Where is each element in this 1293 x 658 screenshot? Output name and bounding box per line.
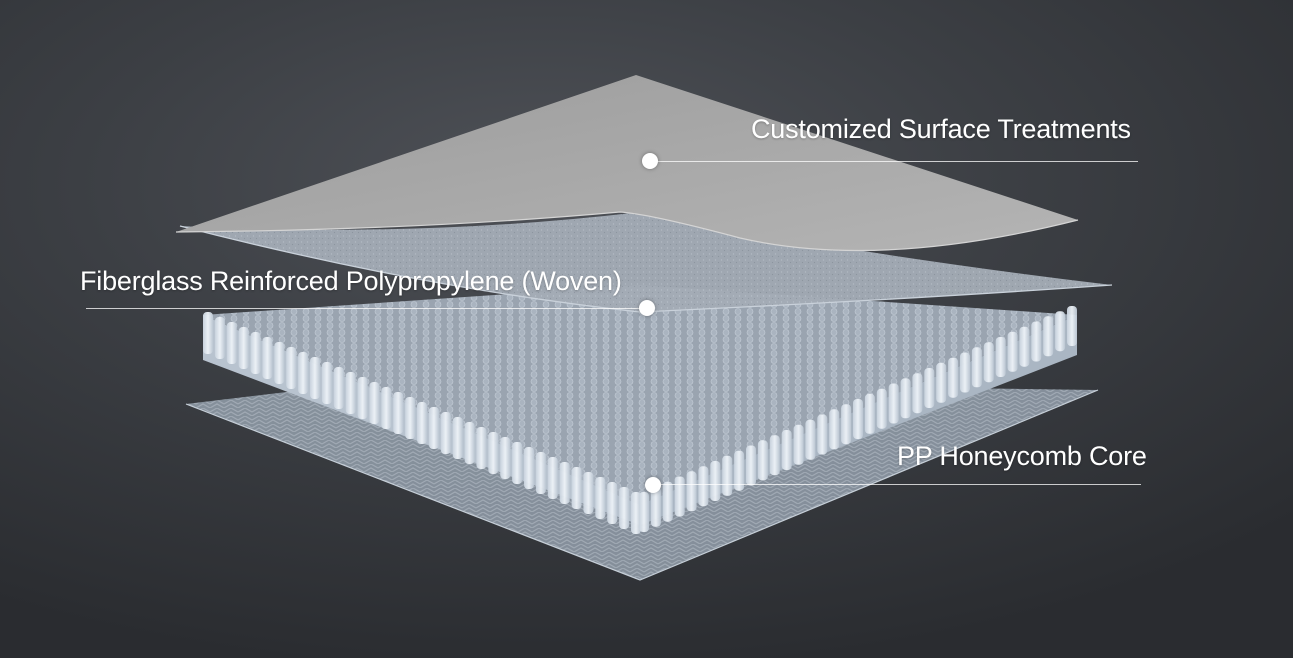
honeycomb-cell [1019, 326, 1030, 367]
honeycomb-cell [381, 387, 392, 429]
honeycomb-cell [1031, 321, 1042, 362]
honeycomb-cell [960, 352, 970, 393]
honeycomb-cell [214, 317, 225, 359]
honeycomb-cell [1043, 316, 1054, 357]
honeycomb-cell [512, 442, 523, 484]
honeycomb-cell [488, 432, 499, 474]
honeycomb-cell [250, 332, 261, 374]
honeycomb-marker-dot [645, 477, 661, 493]
honeycomb-cells-front-right [639, 306, 1077, 532]
honeycomb-cell [817, 414, 828, 455]
honeycomb-cell [948, 357, 959, 398]
honeycomb-cell [559, 462, 570, 504]
honeycomb-cell [900, 378, 911, 419]
honeycomb-cell [722, 455, 733, 496]
honeycomb-cell [757, 440, 768, 481]
honeycomb-cell [226, 322, 237, 364]
honeycomb-cell [769, 435, 780, 476]
honeycomb-cell [781, 430, 792, 470]
honeycomb-cell [524, 447, 534, 489]
fiberglass-leader-line [86, 308, 648, 309]
honeycomb-cell [888, 383, 899, 424]
surface-treatment-sheet [175, 75, 1079, 252]
honeycomb-cell [876, 388, 887, 429]
honeycomb-cell [476, 427, 487, 469]
honeycomb-cell [853, 399, 863, 439]
honeycomb-cell [345, 372, 356, 414]
honeycomb-cell [393, 392, 404, 434]
honeycomb-cell [607, 482, 618, 524]
honeycomb-cell [298, 352, 309, 394]
honeycomb-cell [864, 393, 875, 434]
honeycomb-cell [793, 424, 804, 465]
honeycomb-cell [417, 402, 427, 444]
honeycomb-cell [841, 404, 852, 445]
surface-marker-dot [642, 153, 658, 169]
honeycomb-cell [734, 450, 745, 491]
honeycomb-cell [274, 342, 285, 384]
honeycomb-cell [746, 445, 756, 486]
honeycomb-cell [547, 457, 558, 499]
honeycomb-cell [805, 419, 816, 460]
honeycomb-cell [924, 368, 935, 408]
honeycomb-cell [971, 347, 982, 388]
honeycomb-cell [983, 342, 994, 383]
honeycomb-cell [662, 481, 673, 522]
honeycomb-cell [631, 492, 641, 534]
honeycomb-cell [535, 452, 546, 494]
honeycomb-cell [583, 472, 594, 514]
surface-leader-line [651, 161, 1138, 162]
honeycomb-cell [571, 467, 582, 509]
honeycomb-cell [698, 466, 709, 507]
honeycomb-cell [452, 417, 463, 459]
honeycomb-cell [674, 476, 685, 517]
honeycomb-cell [710, 461, 721, 501]
honeycomb-leader-line [653, 484, 1141, 485]
honeycomb-cell [936, 362, 947, 403]
honeycomb-cell [912, 373, 923, 414]
honeycomb-cell [203, 312, 213, 354]
honeycomb-cell [405, 397, 416, 439]
honeycomb-cell [464, 422, 475, 464]
honeycomb-cell [639, 492, 649, 532]
honeycomb-cells-front-left [203, 312, 641, 534]
honeycomb-cell [1055, 311, 1066, 352]
honeycomb-core-label: PP Honeycomb Core [897, 441, 1147, 471]
honeycomb-cell [238, 327, 249, 369]
honeycomb-cell [262, 337, 273, 379]
honeycomb-cell [440, 412, 451, 454]
surface-treatments-label: Customized Surface Treatments [751, 114, 1131, 144]
honeycomb-cell [650, 486, 661, 527]
honeycomb-cell [286, 347, 297, 389]
fiberglass-label: Fiberglass Reinforced Polypropylene (Wov… [80, 266, 622, 296]
honeycomb-cell [369, 382, 380, 424]
honeycomb-cell [357, 377, 368, 419]
honeycomb-cell [333, 367, 344, 409]
honeycomb-cell [428, 407, 439, 449]
honeycomb-cell [310, 357, 320, 399]
honeycomb-cell [1007, 331, 1018, 372]
honeycomb-cell [829, 409, 840, 450]
honeycomb-cell [995, 337, 1006, 377]
honeycomb-cell [686, 471, 697, 512]
honeycomb-core-block [203, 285, 1077, 534]
honeycomb-cell [500, 437, 511, 479]
honeycomb-cell [321, 362, 332, 404]
honeycomb-cell [1067, 306, 1077, 346]
honeycomb-cell [595, 477, 606, 519]
honeycomb-cell [619, 487, 630, 529]
fiberglass-marker-dot [639, 300, 655, 316]
